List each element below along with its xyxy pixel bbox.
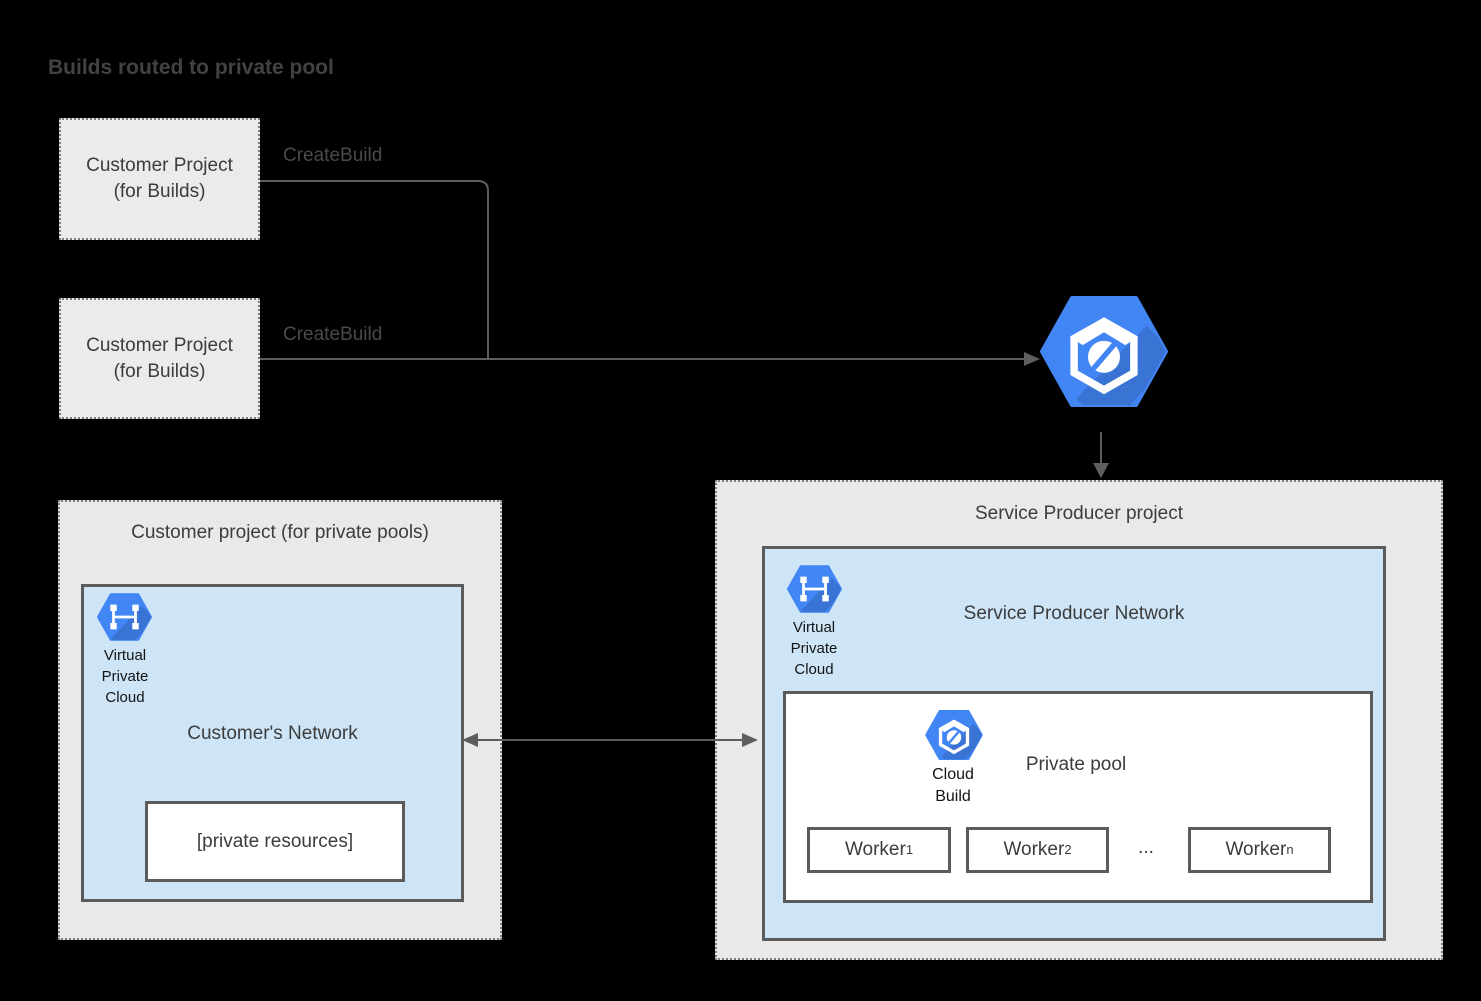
service-producer-network-box: Virtual Private Cloud Service Producer N… xyxy=(762,546,1386,941)
arrowhead-down xyxy=(1093,463,1109,478)
cloud-build-icon-label: Cloud Build xyxy=(932,766,974,805)
private-resources-box: [private resources] xyxy=(145,801,405,882)
private-pool-title: Private pool xyxy=(1025,754,1127,775)
createbuild-label-1: CreateBuild xyxy=(283,145,383,166)
customer-pool-project-title: Customer project (for private pools) xyxy=(131,522,429,543)
private-resources-label: [private resources] xyxy=(196,830,354,852)
arrowhead-into-cloud-build xyxy=(1024,352,1040,366)
box-label-line1: Customer Project xyxy=(86,334,233,356)
service-producer-network-title: Service Producer Network xyxy=(963,603,1185,624)
customer-build-project-box-2: Customer Project (for Builds) xyxy=(59,298,260,419)
cloud-build-icon xyxy=(925,710,983,760)
box-label-line2: (for Builds) xyxy=(113,181,206,202)
worker-ellipsis: ... xyxy=(1138,837,1154,858)
box-label-line2: (for Builds) xyxy=(113,360,206,382)
vpc-icon-label: Virtual Private Cloud xyxy=(101,647,149,706)
customer-network-title: Customer's Network xyxy=(187,723,358,744)
box-label-line1: Customer Project xyxy=(86,155,233,176)
customer-pool-project-box: Customer project (for private pools) Vir… xyxy=(58,500,502,940)
diagram-title: Builds routed to private pool xyxy=(48,56,334,79)
vpc-icon-label: Virtual Private Cloud xyxy=(790,619,838,678)
service-producer-project-title: Service Producer project xyxy=(974,503,1184,524)
customer-network-box: Virtual Private Cloud Customer's Network… xyxy=(81,584,464,902)
customer-build-project-box-1: Customer Project (for Builds) xyxy=(59,118,260,240)
virtual-private-cloud-icon xyxy=(97,593,152,641)
createbuild-label-2: CreateBuild xyxy=(283,324,383,345)
cloud-build-icon xyxy=(1040,296,1168,407)
service-producer-project-box: Service Producer project Virtual Private… xyxy=(715,480,1443,960)
